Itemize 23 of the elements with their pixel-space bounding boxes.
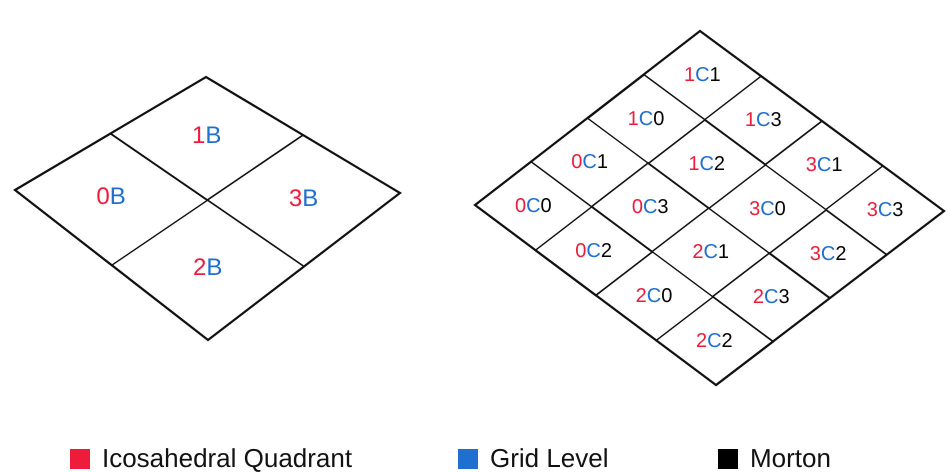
cell-code: 2B bbox=[193, 256, 222, 280]
cell-code: 0C1 bbox=[571, 152, 608, 172]
legend-text: Morton bbox=[750, 443, 831, 472]
cell-code: 1C2 bbox=[688, 154, 726, 174]
cell-code: 1C3 bbox=[744, 110, 782, 130]
cell-code: 1C1 bbox=[684, 65, 721, 86]
cell-code: 2C1 bbox=[692, 242, 730, 262]
cell-code: 0C3 bbox=[632, 197, 669, 218]
cell-code: 2C0 bbox=[636, 286, 672, 306]
cell-code: 3B bbox=[288, 186, 318, 211]
cell-code: 1C0 bbox=[628, 108, 664, 129]
cell-code: 3C0 bbox=[749, 198, 786, 219]
legend-text: Icosahedral Quadrant bbox=[102, 443, 352, 472]
cell-code: 3C1 bbox=[806, 155, 842, 176]
cell-code: 1B bbox=[192, 124, 222, 148]
cell-code: 2C3 bbox=[752, 287, 790, 308]
cell-code: 0C2 bbox=[575, 240, 612, 261]
cell-code: 3C3 bbox=[866, 200, 904, 220]
cell-code: 3C2 bbox=[810, 244, 846, 264]
cell-code: 2C2 bbox=[696, 330, 733, 351]
cell-code: 0C0 bbox=[514, 196, 552, 216]
cell-code: 0B bbox=[96, 185, 126, 210]
legend-text: Grid Level bbox=[490, 443, 608, 472]
